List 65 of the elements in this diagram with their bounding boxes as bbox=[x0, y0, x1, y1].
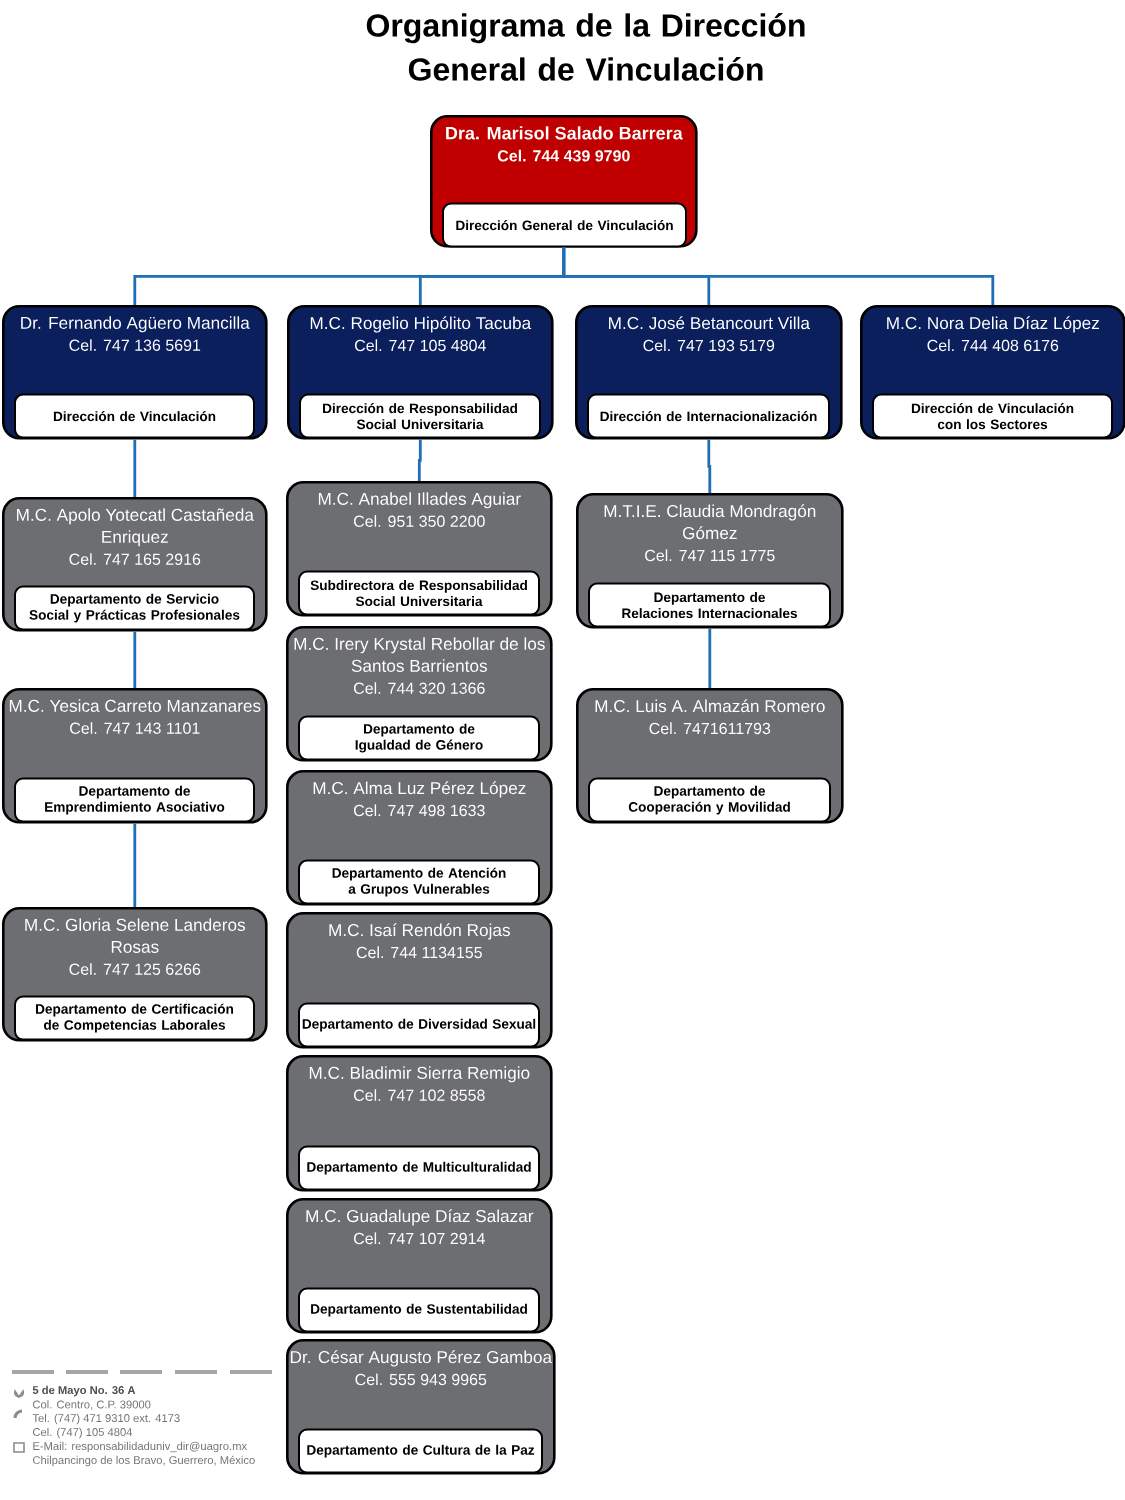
person-name: M.C. José Betancourt Villa bbox=[609, 316, 810, 330]
person-name: M.C. Guadalupe Díaz Salazar bbox=[306, 1209, 534, 1226]
address-text: Cel. (747) 105 4804 bbox=[32, 1427, 133, 1439]
title-box: Dirección de Vinculación bbox=[14, 393, 255, 439]
person-name: M.C. Yesica Carreto Manzanares bbox=[9, 699, 261, 712]
address-text: Chilpancingo de los Bravo, Guerrero, México bbox=[32, 1455, 255, 1467]
address-text: E-Mail: responsabilidaduniv_dir@uagro.mx bbox=[33, 1441, 247, 1453]
person-name: Dr. César Augusto Pérez Gamboa bbox=[290, 1350, 553, 1367]
title-box: Departamento de Atención a Grupos Vulnerables bbox=[298, 859, 540, 905]
phone-number: Cel. 7471611793 bbox=[649, 722, 771, 735]
address-text: 5 de Mayo No. 36 A bbox=[32, 1385, 136, 1397]
title-box: Subdirectora de Responsabilidad Social Universitaria bbox=[298, 570, 540, 616]
person-name: Dr. Fernando Agüero Mancilla bbox=[21, 316, 250, 333]
title-box: Departamento de Cultura de la Paz bbox=[298, 1428, 543, 1474]
person-name: M.C. Irery Krystal Rebollar de los Santos Barrientos bbox=[294, 637, 545, 672]
title-box: Dirección de Responsabilidad Social Universitaria bbox=[299, 393, 541, 439]
person-name: Dra. Marisol Salado Barrera bbox=[446, 126, 683, 140]
phone-number: Cel. 747 136 5691 bbox=[69, 339, 201, 351]
connector-line bbox=[708, 628, 712, 688]
title-box: Departamento de Cooperación y Movilidad bbox=[588, 777, 831, 823]
title-box: Departamento de Sustentabilidad bbox=[298, 1287, 540, 1333]
title-box: Departamento de Diversidad Sexual bbox=[298, 1002, 540, 1048]
phone-number: Cel. 744 408 6176 bbox=[927, 339, 1059, 352]
phone-number: Cel. 744 1134155 bbox=[356, 946, 482, 959]
title: Organigrama de la Dirección General de Vinculación bbox=[366, 13, 805, 81]
person-name: M.C. Gloria Selene Landeros Rosas bbox=[25, 918, 246, 953]
title-box: Departamento de Multiculturalidad bbox=[298, 1145, 540, 1191]
person-name: M.C. Rogelio Hipólito Tacuba bbox=[310, 316, 532, 333]
person-name: M.T.I.E. Claudia Mondragón Gómez bbox=[604, 504, 816, 540]
person-name: M.C. Anabel Illades Aguiar bbox=[318, 492, 521, 509]
title-box: Departamento de Igualdad de Género bbox=[298, 715, 540, 761]
title-box: Departamento de Servicio Social y Prácticas Profesionales bbox=[14, 585, 255, 631]
title-box: Departamento de Emprendimiento Asociativo bbox=[14, 777, 255, 823]
phone-number: Cel. 747 115 1775 bbox=[645, 549, 775, 562]
connector-line bbox=[562, 247, 995, 305]
phone-number: Cel. 747 498 1633 bbox=[354, 804, 485, 817]
phone-number: Cel. 747 193 5179 bbox=[643, 339, 775, 352]
address-text: Tel. (747) 471 9310 ext. 4173 bbox=[32, 1413, 180, 1425]
phone-number: Cel. 747 102 8558 bbox=[354, 1089, 485, 1101]
phone-number: Cel. 747 107 2914 bbox=[354, 1232, 485, 1245]
person-name: M.C. Luis A. Almazán Romero bbox=[595, 699, 825, 713]
person-name: M.C. Nora Delia Díaz López bbox=[887, 316, 1099, 333]
title-box: Dirección de Vinculación con los Sectores bbox=[872, 393, 1113, 439]
person-name: M.C. Apolo Yotecatl Castañeda Enriquez bbox=[17, 508, 254, 547]
title-box: Dirección General de Vinculación bbox=[442, 202, 687, 248]
connector-line bbox=[417, 439, 422, 481]
phone-number: Cel. 744 320 1366 bbox=[354, 682, 485, 694]
person-name: M.C. Alma Luz Pérez López bbox=[313, 781, 526, 798]
title-box: Departamento de Certificación de Competencias Laborales bbox=[14, 995, 255, 1041]
phone-number: Cel. 747 105 4804 bbox=[355, 339, 486, 352]
phone-number: Cel. 555 943 9965 bbox=[355, 1373, 487, 1386]
phone-number: Cel. 747 143 1101 bbox=[70, 722, 200, 734]
phone-number: Cel. 951 350 2200 bbox=[354, 515, 485, 527]
phone-number: Cel. 747 125 6266 bbox=[69, 963, 201, 975]
address-text: Col. Centro, C.P. 39000 bbox=[32, 1400, 151, 1410]
connector-line bbox=[133, 439, 137, 497]
phone-number: Cel. 744 439 9790 bbox=[497, 149, 630, 162]
person-name: M.C. Bladimir Sierra Remigio bbox=[309, 1066, 530, 1083]
phone-number: Cel. 747 165 2916 bbox=[69, 553, 201, 565]
connector-line bbox=[133, 631, 137, 688]
connector-line bbox=[707, 439, 712, 493]
connector-line bbox=[133, 823, 137, 907]
person-name: M.C. Isaí Rendón Rojas bbox=[329, 923, 510, 940]
title-box: Departamento de Relaciones Internacionales bbox=[588, 582, 831, 628]
title-box: Dirección de Internacionalización bbox=[587, 393, 830, 439]
